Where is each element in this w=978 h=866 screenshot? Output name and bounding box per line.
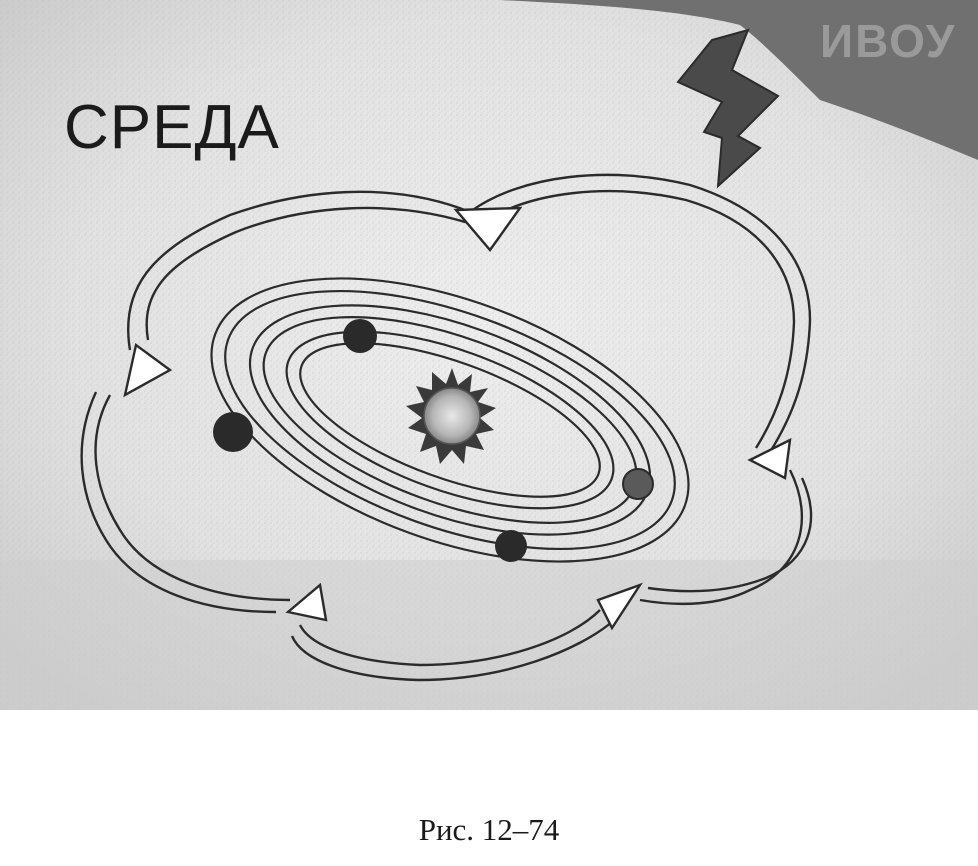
environment-diagram: СРЕДА ИВОУ bbox=[0, 0, 978, 710]
figure-caption: Рис. 12–74 bbox=[0, 812, 978, 848]
planet-icon bbox=[213, 412, 253, 452]
planet-icon bbox=[495, 530, 527, 562]
planet-icon bbox=[343, 319, 377, 353]
corner-label: ИВОУ bbox=[820, 14, 956, 68]
planet-icon bbox=[623, 469, 653, 499]
background-lower-band bbox=[0, 560, 978, 710]
environment-label: СРЕДА bbox=[64, 92, 280, 163]
